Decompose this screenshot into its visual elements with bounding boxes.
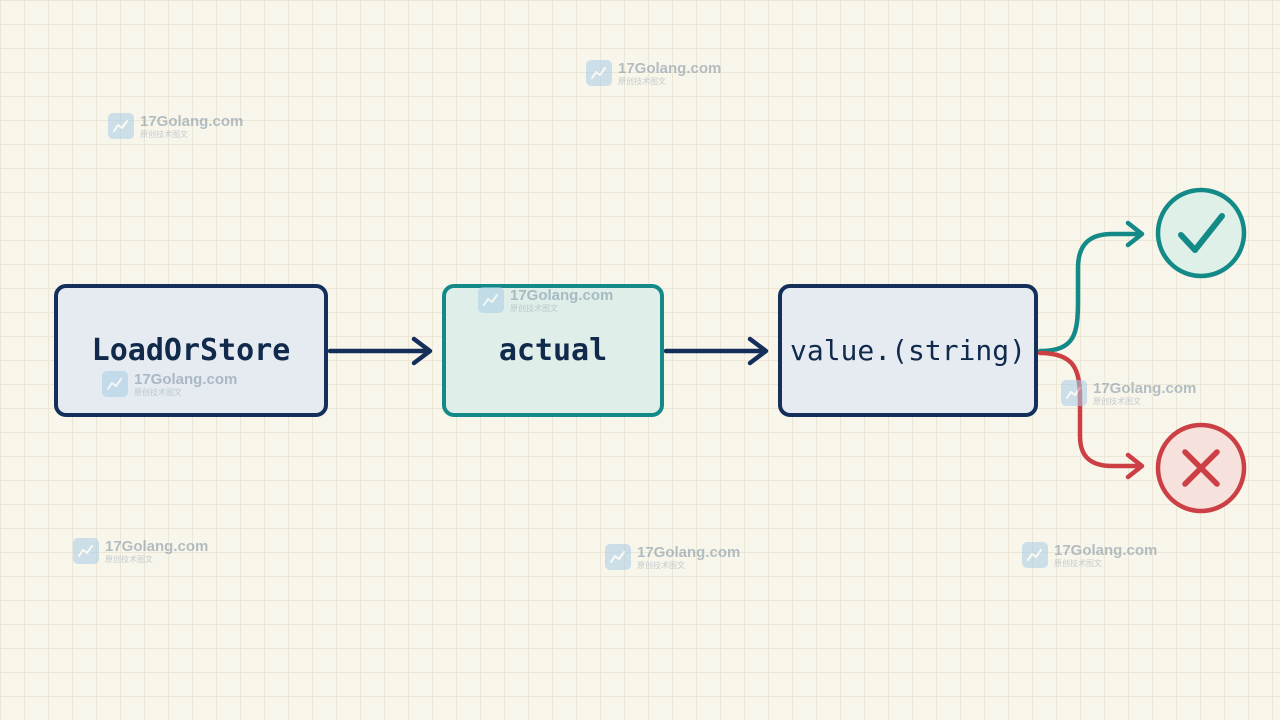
node-actual: actual	[442, 284, 664, 417]
node-type-assertion-label: value.(string)	[789, 334, 1026, 367]
branch-success	[1037, 220, 1145, 354]
node-load-or-store: LoadOrStore	[54, 284, 328, 417]
node-actual-label: actual	[498, 333, 608, 368]
node-load-or-store-label: LoadOrStore	[91, 333, 291, 368]
arrow-actual-to-value	[663, 336, 769, 366]
arrow-load-to-actual	[327, 336, 433, 366]
branch-failure	[1037, 350, 1145, 480]
check-icon	[1155, 187, 1247, 279]
x-icon	[1155, 422, 1247, 514]
node-type-assertion: value.(string)	[778, 284, 1038, 417]
